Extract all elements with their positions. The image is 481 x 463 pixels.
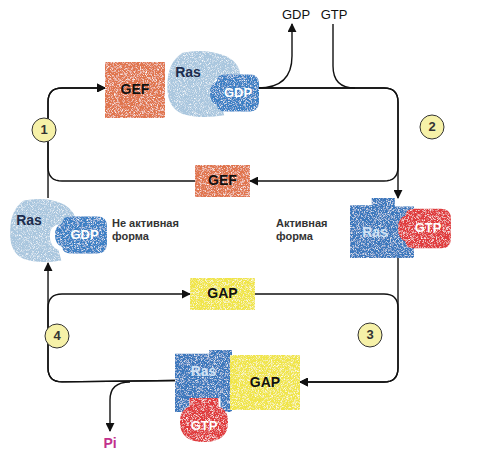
- text-holder: GDP: [210, 73, 260, 113]
- gdp-molecule: GDP: [55, 215, 108, 255]
- cycle-arrow: [245, 88, 398, 181]
- node-text: GEF: [121, 82, 150, 97]
- text-holder: GTP: [398, 207, 452, 250]
- step-circle: [420, 115, 444, 139]
- shape-fill: [398, 209, 451, 249]
- uptake-line: [333, 24, 355, 88]
- cycle-arrow: [245, 88, 398, 198]
- release-arrow: [110, 382, 130, 431]
- node-text: Ras: [16, 213, 42, 228]
- node-text: GEF: [208, 173, 237, 188]
- node-text: Ras: [362, 225, 388, 240]
- cycle-arrow: [300, 258, 398, 382]
- shape-fill: [230, 355, 300, 410]
- node-text: Ras: [175, 65, 201, 80]
- callout-number: 1: [32, 118, 56, 142]
- callout-number: 3: [358, 323, 382, 347]
- text-holder: GAP: [230, 355, 300, 410]
- release-arrow: [258, 24, 292, 88]
- step-circle: [45, 324, 69, 348]
- node-text: Ras: [191, 364, 217, 379]
- gef-protein: GEF: [105, 62, 165, 118]
- node-text: GTP: [191, 419, 218, 433]
- node-text: GAP: [207, 286, 237, 301]
- text-holder: GEF: [105, 62, 165, 118]
- callout-number: 2: [420, 115, 444, 139]
- shape-fill: [105, 62, 165, 118]
- node-text: GDP: [70, 228, 98, 242]
- cycle-arrow: [48, 263, 175, 382]
- node-text: GAP: [250, 375, 280, 390]
- gap-protein: GAP: [190, 278, 255, 310]
- state-label: Активная форма: [276, 214, 340, 246]
- gap-protein: GAP: [230, 355, 300, 410]
- callout-number: 4: [45, 324, 69, 348]
- node-text: GDP: [224, 86, 252, 100]
- text-holder: GDP: [55, 215, 108, 255]
- text-holder: GEF: [195, 165, 250, 197]
- gtp-molecule: GTP: [180, 398, 228, 442]
- text-holder: GTP: [180, 398, 228, 442]
- gef-protein: GEF: [195, 165, 250, 197]
- state-label: Не активная форма: [112, 214, 192, 246]
- phosphate-label: Pi: [96, 433, 124, 453]
- gdp-molecule: GDP: [210, 73, 260, 113]
- text-holder: GAP: [190, 278, 255, 310]
- molecule-label: GTP: [317, 6, 351, 24]
- molecule-label: GDP: [279, 6, 313, 24]
- step-circle: [358, 323, 382, 347]
- node-text: GTP: [415, 221, 442, 235]
- gtp-molecule: GTP: [398, 207, 452, 250]
- shape-fill: [55, 217, 107, 254]
- shape-fill: [180, 398, 228, 442]
- shape-fill: [210, 75, 259, 112]
- shape-fill: [190, 278, 255, 310]
- shape-fill: [195, 165, 250, 197]
- step-circle: [32, 118, 56, 142]
